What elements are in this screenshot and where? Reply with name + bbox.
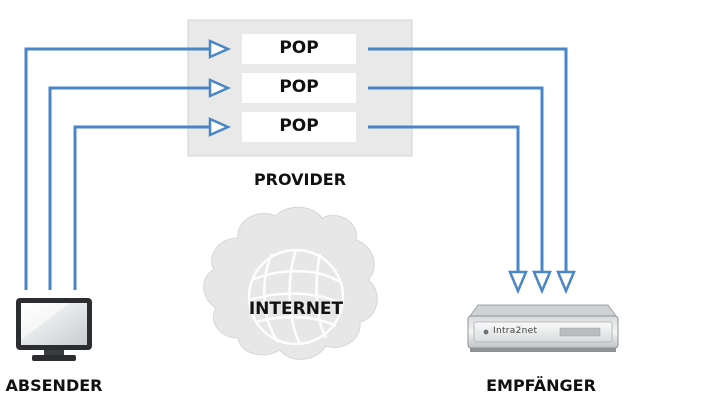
receiver-brand-label: Intra2net <box>493 326 538 336</box>
provider-label: PROVIDER <box>253 170 347 189</box>
arrow-line-1 <box>24 47 212 290</box>
pop-box-2 <box>242 73 356 103</box>
internet-cloud <box>203 206 378 360</box>
sender-to-provider-arrows <box>24 47 212 290</box>
arrowhead-right-2 <box>208 78 232 98</box>
pop-label-3: POP <box>279 116 319 136</box>
internet-label: INTERNET <box>248 299 344 319</box>
receiver-label: EMPFÄNGER <box>486 376 596 395</box>
pop-box-3 <box>242 112 356 142</box>
arrow-line-5 <box>368 86 544 275</box>
pop-box-1 <box>242 34 356 64</box>
arrowhead-down-2 <box>532 270 552 295</box>
sender-label: ABSENDER <box>5 376 103 395</box>
provider-to-receiver-arrows <box>368 47 568 275</box>
monitor-icon <box>16 298 92 361</box>
server-appliance-icon <box>467 304 619 352</box>
arrowhead-right-1 <box>208 39 232 59</box>
arrow-line-4 <box>368 47 568 275</box>
pop-label-2: POP <box>279 77 319 97</box>
arrowhead-right-3 <box>208 117 232 137</box>
arrow-line-2 <box>48 86 212 290</box>
arrow-line-6 <box>368 125 520 275</box>
globe-icon <box>247 248 345 346</box>
arrow-line-3 <box>73 125 212 290</box>
arrowhead-down-1 <box>556 270 576 295</box>
arrowhead-down-3 <box>508 270 528 295</box>
pop-label-1: POP <box>279 38 319 58</box>
arrowheads-down <box>508 270 576 295</box>
arrowheads-right <box>208 39 232 137</box>
